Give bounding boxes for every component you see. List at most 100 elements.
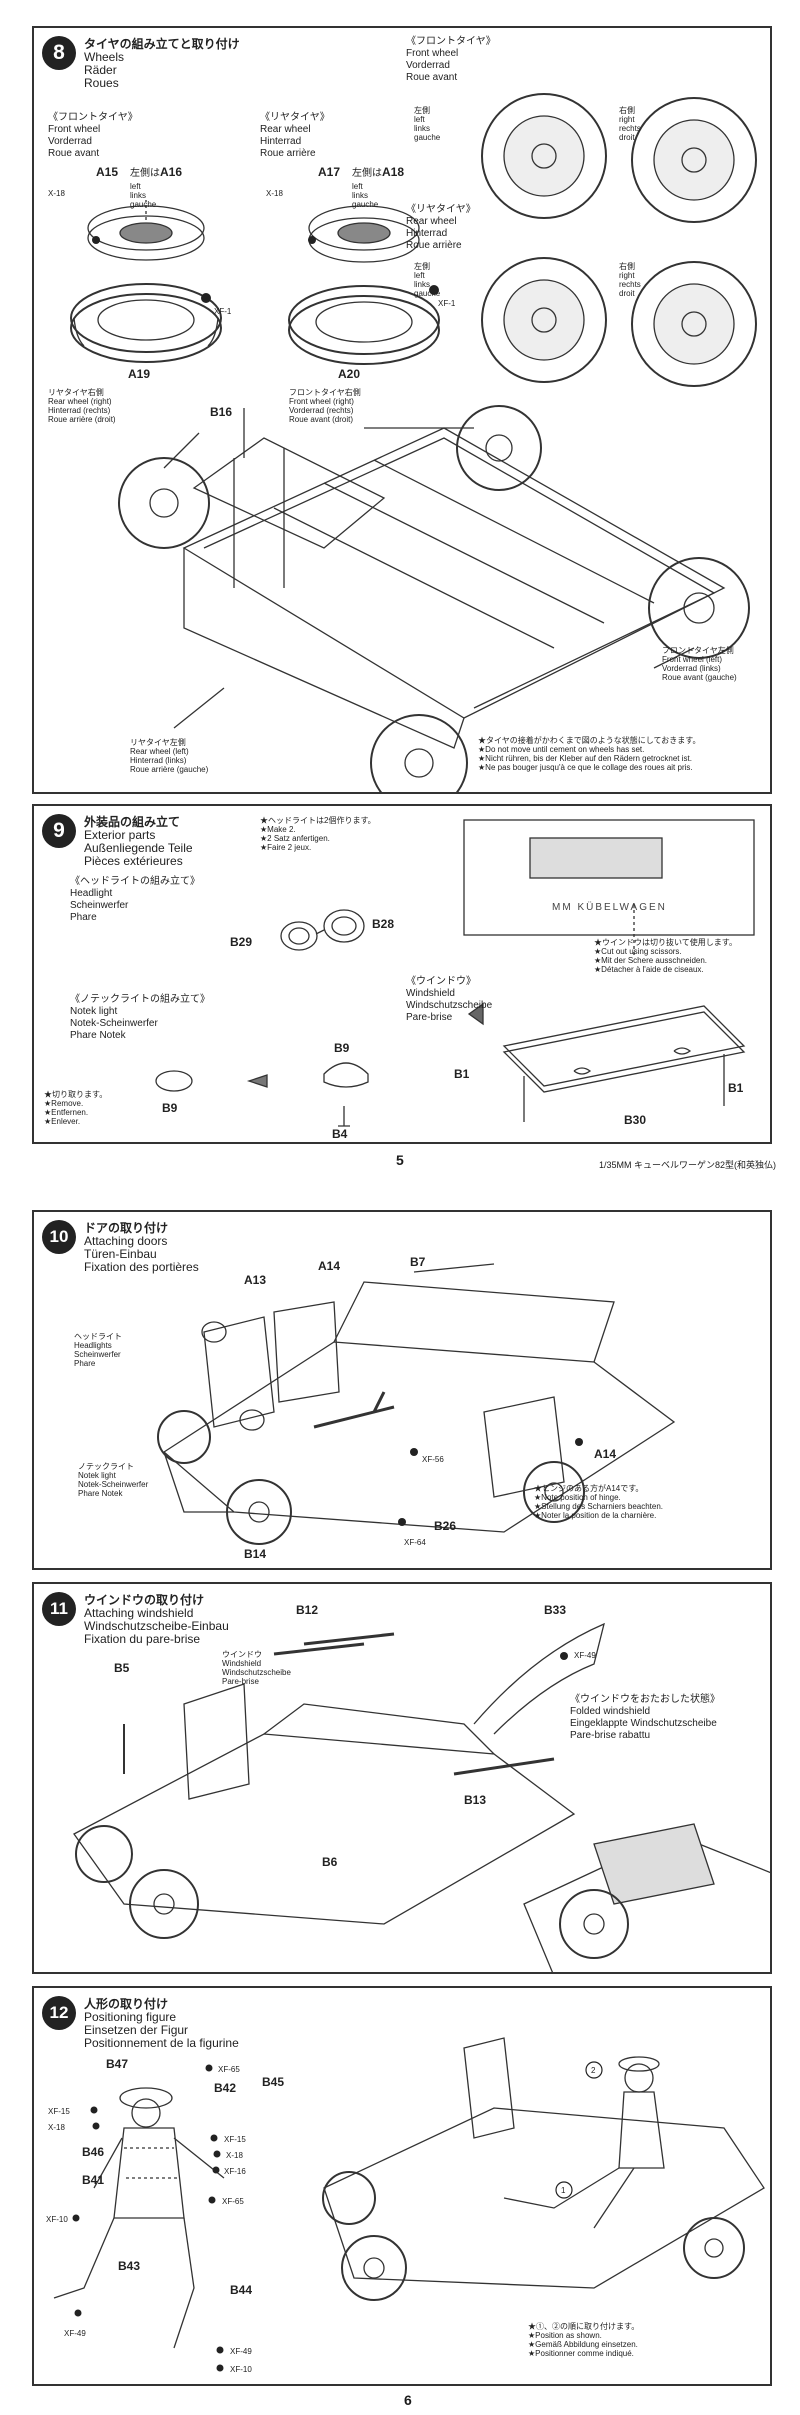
left-is-text: 左側は — [130, 168, 160, 179]
paint-xf15: XF-15 — [48, 2107, 70, 2116]
step-title: ウインドウの取り付け Attaching windshield Windschu… — [84, 1593, 229, 1646]
part-a20: A20 — [338, 367, 361, 381]
part-b46: B46 — [82, 2145, 105, 2159]
title-en: Wheels — [84, 50, 125, 64]
rear-wheel-label: 《リヤタイヤ》 Rear wheel Hinterrad Roue arrièr… — [260, 112, 330, 159]
paint-xf49: XF-49 — [574, 1651, 596, 1660]
step-10-panel: 10 ドアの取り付け Attaching doors Türen-Einbau … — [32, 1210, 772, 1570]
part-b6: B6 — [322, 1855, 338, 1869]
notek-label: ノテックライト Notek light Notek-Scheinwerfer P… — [78, 1462, 149, 1498]
step-12-illustration — [53, 2037, 765, 2372]
step-number: 8 — [42, 36, 76, 70]
title-jp: タイヤの組み立てと取り付け — [84, 37, 240, 51]
instruction-page-6: 10 ドアの取り付け Attaching doors Türen-Einbau … — [0, 1210, 800, 2415]
step-10-illustration — [157, 1263, 676, 1545]
part-a17: A17 — [318, 165, 341, 179]
window-label: 《ウインドウ》 Windshield Windschutzscheibe Par… — [406, 976, 493, 1023]
paint-xf65: XF-65 — [222, 2197, 244, 2206]
front-right-label: フロントタイヤ右側 Front wheel (right) Vorderrad … — [289, 388, 361, 424]
part-b47: B47 — [106, 2057, 129, 2071]
paint-x18: X-18 — [48, 2123, 65, 2132]
footer-text: 1/35MM キューベルワーゲン82型(和英独仏) — [598, 1160, 776, 1170]
front-wheel-label: 《フロントタイヤ》 Front wheel Vorderrad Roue ava… — [48, 112, 138, 159]
part-b4: B4 — [332, 1127, 348, 1141]
left-langs: left links gauche — [352, 182, 379, 209]
position-marker-2: 2 — [591, 2066, 596, 2075]
part-a13: A13 — [244, 1273, 267, 1287]
part-a16: A16 — [160, 165, 183, 179]
part-a15: A15 — [96, 165, 119, 179]
paint-xf16: XF-16 — [224, 2167, 246, 2176]
left-is-text: 左側は — [352, 168, 382, 179]
paint-xf1: XF-1 — [214, 307, 232, 316]
notek-label: 《ノテックライトの組み立て》 Notek light Notek-Scheinw… — [70, 994, 210, 1041]
make-two-note: ★ヘッドライトは2個作ります。 ★Make 2. ★2 Satz anferti… — [260, 816, 376, 852]
part-b1: B1 — [454, 1067, 470, 1081]
paint-rear-right: 右側 right rechts droit — [619, 262, 641, 298]
title-fr: Roues — [84, 76, 119, 90]
title-de: Räder — [84, 63, 117, 77]
step-title: 外装品の組み立て Exterior parts Außenliegende Te… — [84, 815, 193, 868]
front-left-label: フロントタイヤ左側 Front wheel (left) Vorderrad (… — [662, 646, 737, 682]
part-a19: A19 — [128, 367, 151, 381]
cement-note: ★タイヤの接着がかわくまで図のような状態にしておきます。 ★Do not mov… — [478, 736, 701, 772]
part-b9: B9 — [162, 1101, 178, 1115]
paint-xf1: XF-1 — [438, 299, 456, 308]
part-b16: B16 — [210, 405, 233, 419]
position-note: ★①、②の順に取り付けます。 ★Position as shown. ★Gemä… — [528, 2322, 640, 2358]
part-a14: A14 — [318, 1259, 341, 1273]
part-b9: B9 — [334, 1041, 350, 1055]
step-number: 12 — [42, 1996, 76, 2030]
part-b26: B26 — [434, 1519, 457, 1533]
part-b7: B7 — [410, 1255, 426, 1269]
part-b44: B44 — [230, 2283, 253, 2297]
page-number: 5 — [396, 1152, 404, 1168]
paint-rear-left: 左側 left links gauche — [414, 262, 441, 298]
step-9-illustration — [155, 819, 755, 1127]
step-number: 10 — [42, 1220, 76, 1254]
position-marker-1: 1 — [561, 2186, 566, 2195]
part-b1: B1 — [728, 1081, 744, 1095]
paint-xf49: XF-49 — [64, 2329, 86, 2338]
step-8-illustration — [70, 93, 757, 792]
paint-xf49: XF-49 — [230, 2347, 252, 2356]
paint-front-title: 《フロントタイヤ》 Front wheel Vorderrad Roue ava… — [406, 36, 496, 83]
page-number: 6 — [404, 2392, 412, 2408]
cut-note: ★ウインドウは切り抜いて使用します。 ★Cut out using scisso… — [594, 938, 737, 974]
paint-x18: X-18 — [266, 189, 283, 198]
part-b14: B14 — [244, 1547, 267, 1561]
part-b5: B5 — [114, 1661, 130, 1675]
paint-rear-title: 《リヤタイヤ》 Rear wheel Hinterrad Roue arrièr… — [406, 204, 476, 251]
part-b29: B29 — [230, 935, 253, 949]
step-title: ドアの取り付け Attaching doors Türen-Einbau Fix… — [84, 1221, 199, 1274]
left-langs: left links gauche — [130, 182, 157, 209]
step-12-panel: 12 人形の取り付け Positioning figure Einsetzen … — [32, 1986, 772, 2386]
nameplate-text: MM KÜBELWAGEN — [552, 902, 667, 913]
paint-xf65: XF-65 — [218, 2065, 240, 2074]
step-11-illustration — [73, 1622, 770, 1972]
folded-windshield-label: 《ウインドウをおたおした状態》 Folded windshield Eingek… — [570, 1694, 720, 1741]
part-b33: B33 — [544, 1603, 567, 1617]
step-title: 人形の取り付け Positioning figure Einsetzen der… — [84, 1997, 239, 2050]
part-b30: B30 — [624, 1113, 647, 1127]
paint-x18: X-18 — [226, 2151, 243, 2160]
part-b45: B45 — [262, 2075, 285, 2089]
headlight-label: 《ヘッドライトの組み立て》 Headlight Scheinwerfer Pha… — [70, 876, 200, 923]
paint-x18: X-18 — [48, 189, 65, 198]
part-a14: A14 — [594, 1447, 617, 1461]
step-title: タイヤの組み立てと取り付け Wheels Räder Roues — [84, 38, 240, 90]
part-b42: B42 — [214, 2081, 237, 2095]
step-number: 11 — [42, 1592, 76, 1626]
windshield-label: ウインドウ Windshield Windschutzscheibe Pare-… — [222, 1650, 291, 1686]
part-b12: B12 — [296, 1603, 319, 1617]
rear-left-label: リヤタイヤ左側 Rear wheel (left) Hinterrad (lin… — [130, 738, 209, 774]
part-b28: B28 — [372, 917, 395, 931]
hinge-note: ★ヒンジのある方がA14です。 ★Note position of hinge.… — [534, 1484, 664, 1520]
step-11-panel: 11 ウインドウの取り付け Attaching windshield Winds… — [32, 1582, 772, 1974]
instruction-page-5: 8 タイヤの組み立てと取り付け Wheels Räder Roues 《フロント… — [0, 0, 800, 1185]
paint-front-right: 右側 right rechts droit — [619, 106, 641, 142]
step-number: 9 — [42, 814, 76, 848]
rear-right-label: リヤタイヤ右側 Rear wheel (right) Hinterrad (re… — [48, 388, 116, 424]
part-b43: B43 — [118, 2259, 141, 2273]
paint-xf56: XF-56 — [422, 1455, 444, 1464]
